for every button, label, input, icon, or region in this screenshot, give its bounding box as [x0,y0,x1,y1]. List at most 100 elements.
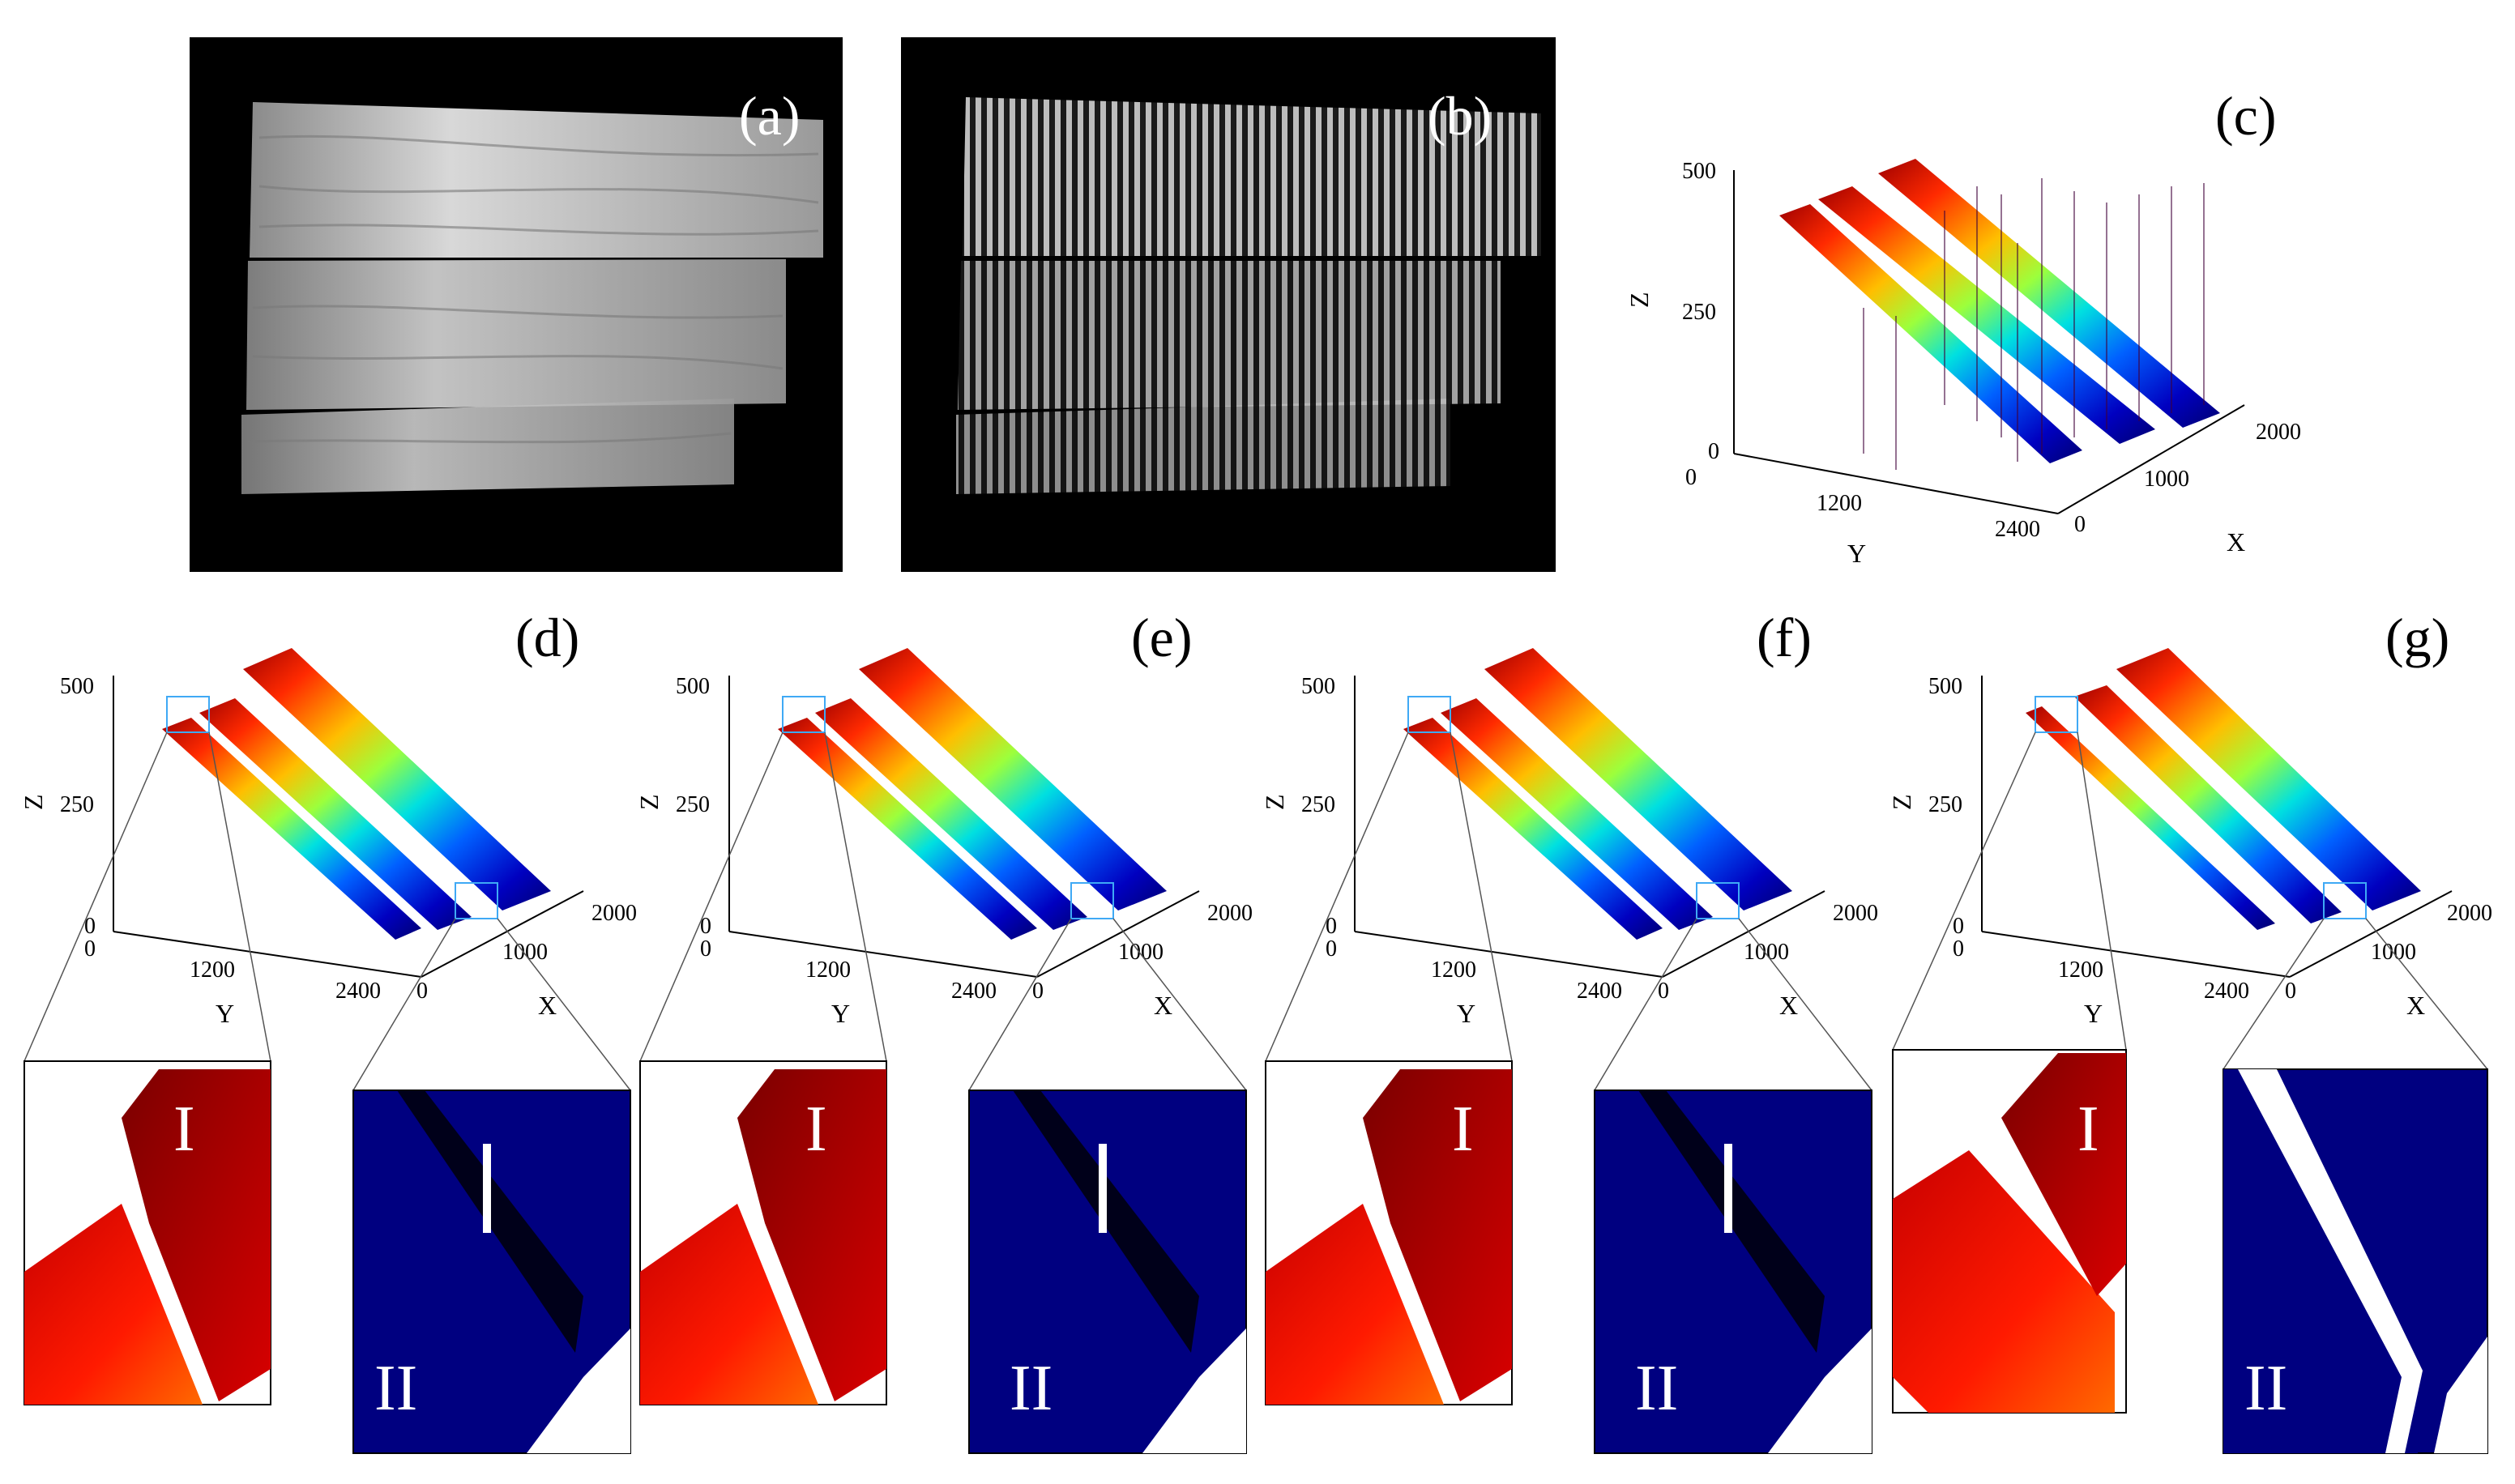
x-tick-c-2000: 2000 [2256,420,2301,445]
z-tick-d-500: 500 [60,674,94,699]
panel-f: (f) 500 250 0 0 1200 2400 0 1000 2000 Z … [1260,607,1878,1454]
z-label-c: Z [1625,292,1654,308]
fringe-board-2 [958,261,1501,410]
y-tick-f-1200: 1200 [1431,957,1476,983]
z-tick-c-250: 250 [1682,300,1716,325]
z-tick-g-500: 500 [1928,674,1962,699]
x-label-g: X [2406,991,2425,1020]
y-tick-g-2400: 2400 [2204,979,2249,1004]
x-tick-f-0: 0 [1658,979,1669,1004]
wood-board-2 [246,259,786,410]
inset-box-e-1 [782,696,826,733]
ticks-c: 500 250 0 0 1200 2400 0 1000 2000 [1682,159,2301,542]
y-tick-e-2400: 2400 [951,979,997,1004]
inset-box-f-1 [1407,696,1451,733]
y-label-f: Y [1457,999,1475,1028]
x-label-c: X [2227,527,2245,556]
surface-c-strip-1 [1779,204,2082,463]
y-tick-g-1200: 1200 [2058,957,2103,983]
x-label-f: X [1779,991,1798,1020]
z-tick-g-250: 250 [1928,792,1962,817]
y-tick-c-1200: 1200 [1817,491,1862,516]
surface-e-strip-1 [778,718,1037,940]
z-label-f: Z [1260,794,1289,810]
x-tick-d-0: 0 [416,979,428,1004]
x-tick-f-1000: 1000 [1744,940,1789,965]
inset-d-II-label: II [374,1353,417,1424]
panel-a: (a) [190,37,843,572]
surface-d-strip-2 [199,698,472,930]
z-tick-c-0: 0 [1708,439,1719,464]
inset-box-d-2 [455,882,498,919]
z-tick-c-500: 500 [1682,159,1716,184]
y-tick-f-0: 0 [1326,936,1337,962]
panel-d: (d) 500 250 0 0 1200 2400 0 1000 2000 Z … [19,607,637,1454]
z-tick-d-0: 0 [84,914,96,939]
panel-b: (b) [901,37,1556,572]
inset-g-I-label: I [2077,1094,2099,1165]
x-tick-e-2000: 2000 [1207,901,1253,926]
x-tick-e-1000: 1000 [1118,940,1164,965]
panel-label-a: (a) [739,85,800,147]
panel-label-b: (b) [1428,85,1492,147]
z-tick-f-0: 0 [1326,914,1337,939]
x-label-d: X [538,991,557,1020]
x-tick-f-2000: 2000 [1833,901,1878,926]
x-tick-d-2000: 2000 [591,901,637,926]
inset-box-g-1 [2035,696,2078,733]
inset-e-II-label: II [1010,1353,1053,1424]
surface-g-strip-1 [2026,706,2275,930]
z-tick-f-250: 250 [1301,792,1335,817]
surface-d-strip-1 [162,718,421,940]
y-tick-d-1200: 1200 [190,957,235,983]
y-label-g: Y [2084,999,2103,1028]
panel-e: (e) 500 250 0 0 1200 2400 0 1000 2000 Z … [634,607,1253,1454]
panel-g: (g) 500 250 0 0 1200 2400 0 1000 2000 Z … [1887,607,2492,1454]
panel-label-g: (g) [2385,607,2449,668]
inset-d-I-label: I [173,1094,195,1165]
y-label-d: Y [216,999,234,1028]
inset-e-I-label: I [805,1094,827,1165]
x-label-e: X [1154,991,1172,1020]
z-tick-d-250: 250 [60,792,94,817]
surface-c-strip-3 [1878,159,2220,428]
inset-box-e-2 [1070,882,1114,919]
surface-c-strip-2 [1818,186,2155,444]
y-tick-c-2400: 2400 [1995,517,2040,542]
inset-box-d-1 [166,696,210,733]
x-tick-d-1000: 1000 [502,940,548,965]
inset-g-II-label: II [2244,1353,2287,1424]
x-tick-g-0: 0 [2285,979,2296,1004]
y-tick-d-0: 0 [84,936,96,962]
wood-board-1 [250,102,823,258]
inset-f-II-label: II [1635,1353,1678,1424]
wood-grain [247,134,819,444]
fringe-board-1 [963,97,1541,256]
wood-board-3 [241,399,734,494]
y-tick-g-0: 0 [1953,936,1964,962]
panel-c: (c) 500 250 0 0 1200 2400 0 1000 2000 [1625,85,2301,568]
inset-box-f-2 [1696,882,1740,919]
y-label-c: Y [1847,539,1866,568]
z-label-d: Z [19,794,48,810]
surface-g-strip-2 [2074,685,2342,923]
noise-spikes-c [1863,178,2205,470]
x-tick-g-2000: 2000 [2447,901,2492,926]
y-tick-e-0: 0 [700,936,711,962]
y-tick-d-2400: 2400 [335,979,381,1004]
fringe-board-3 [956,399,1450,494]
panel-label-f: (f) [1757,607,1812,668]
z-tick-e-250: 250 [676,792,710,817]
surface-e-strip-2 [815,698,1087,930]
z-tick-g-0: 0 [1953,914,1964,939]
x-tick-c-0: 0 [2074,512,2086,537]
x-tick-e-0: 0 [1032,979,1044,1004]
axes-c [1733,170,2245,514]
inset-box-g-2 [2323,882,2367,919]
x-tick-c-1000: 1000 [2144,467,2189,492]
z-label-e: Z [634,794,664,810]
surface-f-strip-2 [1441,698,1713,930]
z-label-g: Z [1887,794,1916,810]
panel-label-d: (d) [515,607,579,668]
